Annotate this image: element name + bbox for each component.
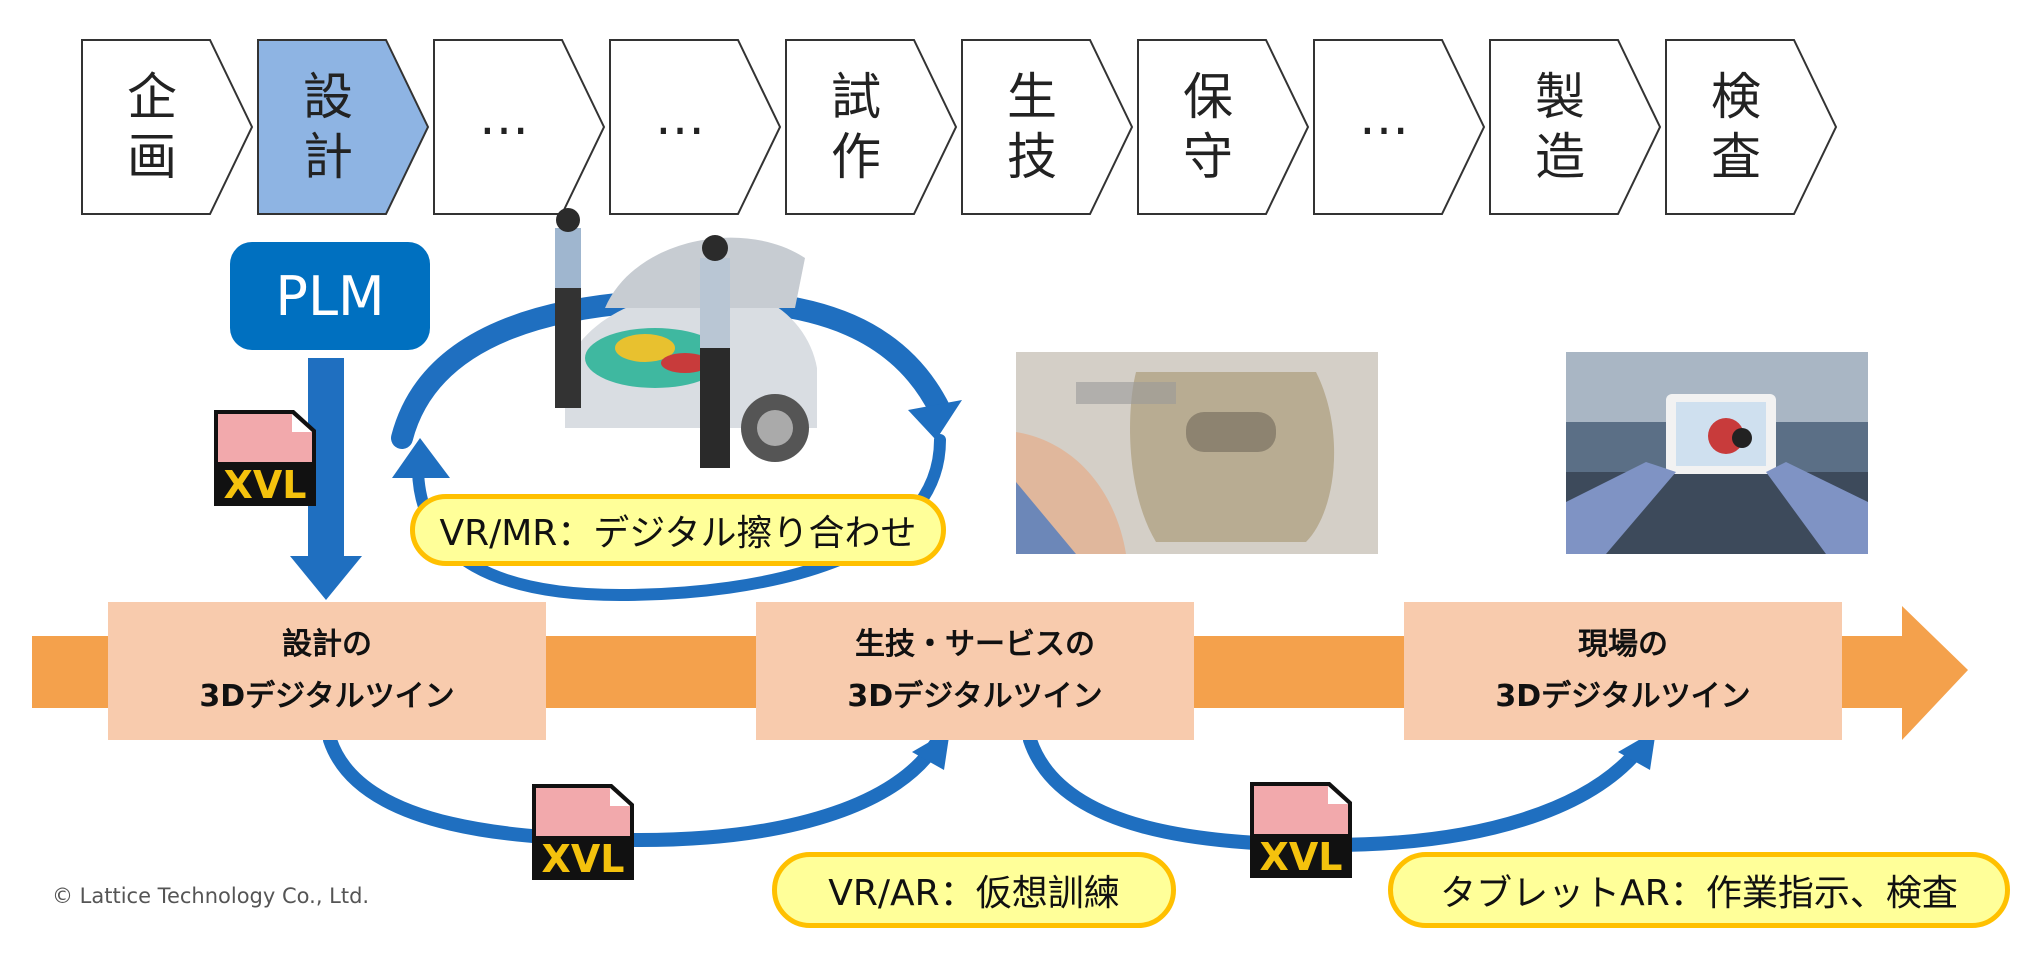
plm-label: PLM <box>275 264 385 328</box>
stage-site-line1: 現場の <box>1578 627 1668 662</box>
process-step-label: 製造 <box>1535 68 1585 186</box>
process-step-label: 設計 <box>303 68 353 186</box>
callout-tablet-ar: タブレットAR：作業指示、検査 <box>1388 852 2010 928</box>
car-illustration <box>555 208 817 468</box>
stage-service-line2: 3Dデジタルツイン <box>847 679 1103 714</box>
xvl-file-icon: XVL <box>1248 780 1354 880</box>
process-step-chevron <box>433 39 606 215</box>
process-step-label: … <box>1359 88 1409 146</box>
vr-mr-loop-arrowhead-left <box>392 438 450 478</box>
stage-design: 設計の 3Dデジタルツイン <box>108 602 546 740</box>
xvl-file-icon: XVL <box>212 408 318 508</box>
process-step-chevron <box>1665 39 1838 215</box>
process-step-chevron <box>81 39 254 215</box>
callout-vr-mr: VR/MR：デジタル擦り合わせ <box>410 494 946 566</box>
process-step-chevron <box>1313 39 1486 215</box>
process-step-chevron <box>1137 39 1310 215</box>
process-step-chevron <box>785 39 958 215</box>
xvl-label: XVL <box>1260 835 1343 879</box>
stage-service: 生技・サービスの 3Dデジタルツイン <box>756 602 1194 740</box>
vr-mr-loop-arrowhead-right <box>908 400 962 440</box>
stage-service-line1: 生技・サービスの <box>855 627 1095 662</box>
process-step-label: 検査 <box>1711 68 1761 186</box>
process-step-label: … <box>479 88 529 146</box>
training-illustration <box>1016 352 1378 554</box>
xvl-file-icon: XVL <box>530 782 636 882</box>
xvl-label: XVL <box>542 837 625 881</box>
xvl-label: XVL <box>224 463 307 507</box>
process-step-label: 試作 <box>831 68 881 186</box>
plm-down-arrow-head <box>290 556 362 600</box>
stage-site-line2: 3Dデジタルツイン <box>1495 679 1751 714</box>
process-step-chevron <box>961 39 1134 215</box>
stage-design-line1: 設計の <box>282 627 372 662</box>
copyright-text: © Lattice Technology Co., Ltd. <box>52 884 370 908</box>
stage-site: 現場の 3Dデジタルツイン <box>1404 602 1842 740</box>
tablet-illustration <box>1566 352 1868 554</box>
design-to-service-arrow <box>323 733 942 848</box>
process-step-chevron <box>1489 39 1662 215</box>
callout-vr-ar: VR/AR：仮想訓練 <box>772 852 1176 928</box>
design-to-service-arrowhead <box>912 730 950 770</box>
process-step-label: 企画 <box>127 68 177 186</box>
service-to-site-arrowhead <box>1618 730 1656 770</box>
plm-box: PLM <box>230 242 430 350</box>
callout-vr-ar-text: VR/AR：仮想訓練 <box>828 873 1120 914</box>
process-step-chevron <box>609 39 782 215</box>
process-step-chevron <box>257 39 430 215</box>
process-step-label: … <box>655 88 705 146</box>
vr-car-photo <box>525 198 825 478</box>
callout-vr-mr-text: VR/MR：デジタル擦り合わせ <box>439 513 917 554</box>
process-step-label: 生技 <box>1007 68 1057 186</box>
process-step-label: 保守 <box>1183 68 1233 186</box>
callout-tablet-ar-text: タブレットAR：作業指示、検査 <box>1440 873 1958 914</box>
vr-training-photo <box>1016 352 1378 554</box>
stage-design-line2: 3Dデジタルツイン <box>199 679 455 714</box>
tablet-ar-photo <box>1566 352 1868 554</box>
